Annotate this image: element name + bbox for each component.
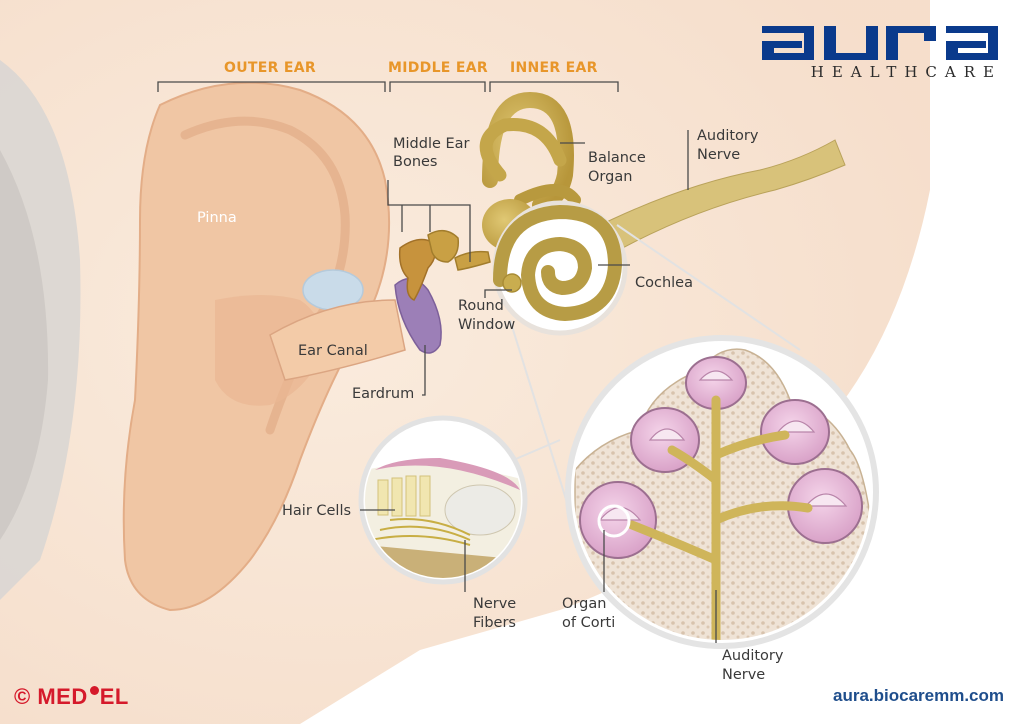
middle-ear-bones-shape — [398, 229, 491, 301]
label-cochlea: Cochlea — [635, 275, 693, 291]
section-middle-ear: MIDDLE EAR — [388, 60, 488, 76]
label-hair-cells: Hair Cells — [282, 503, 351, 519]
label-nerve-fibers-line1: Nerve — [473, 596, 516, 612]
copyright-brand-suffix: EL — [99, 684, 129, 709]
label-pinna: Pinna — [197, 210, 237, 226]
label-round-window-line1: Round — [458, 298, 504, 314]
leader-lines — [157, 81, 717, 643]
ear-canal-shape — [269, 299, 406, 381]
label-nerve-fibers-line2: Fibers — [473, 615, 516, 631]
label-balance-organ-line1: Balance — [588, 150, 646, 166]
aura-logo — [762, 26, 998, 60]
label-balance-organ-line2: Organ — [588, 169, 632, 185]
cochlea-shape — [492, 200, 628, 336]
label-auditory-nerve-top-line2: Nerve — [697, 147, 740, 163]
label-organ-of-corti-line1: Organ — [562, 596, 606, 612]
label-organ-of-corti-line2: of Corti — [562, 615, 615, 631]
label-middle-ear-bones-line1: Middle Ear — [393, 136, 470, 152]
copyright-brand-text: © MED — [14, 684, 88, 709]
label-ear-canal: Ear Canal — [298, 343, 368, 359]
website-link[interactable]: aura.biocaremm.com — [832, 686, 1004, 705]
cochlea-cross-section — [565, 335, 879, 649]
label-round-window-line2: Window — [458, 317, 515, 333]
logo-subtitle: HEALTHCARE — [810, 63, 1002, 81]
label-middle-ear-bones-line2: Bones — [393, 154, 437, 170]
label-auditory-nerve-top-line1: Auditory — [697, 128, 759, 144]
section-outer-ear: OUTER EAR — [224, 60, 316, 76]
section-inner-ear: INNER EAR — [510, 60, 598, 76]
copyright-medel: © MED EL — [14, 684, 129, 710]
medel-dot-icon — [89, 686, 99, 695]
auditory-nerve-shape-top — [589, 139, 846, 256]
label-auditory-nerve-bottom-line1: Auditory — [722, 648, 784, 664]
label-eardrum: Eardrum — [352, 386, 414, 402]
organ-of-corti-magnified — [358, 415, 528, 585]
label-auditory-nerve-bottom-line2: Nerve — [722, 667, 765, 683]
